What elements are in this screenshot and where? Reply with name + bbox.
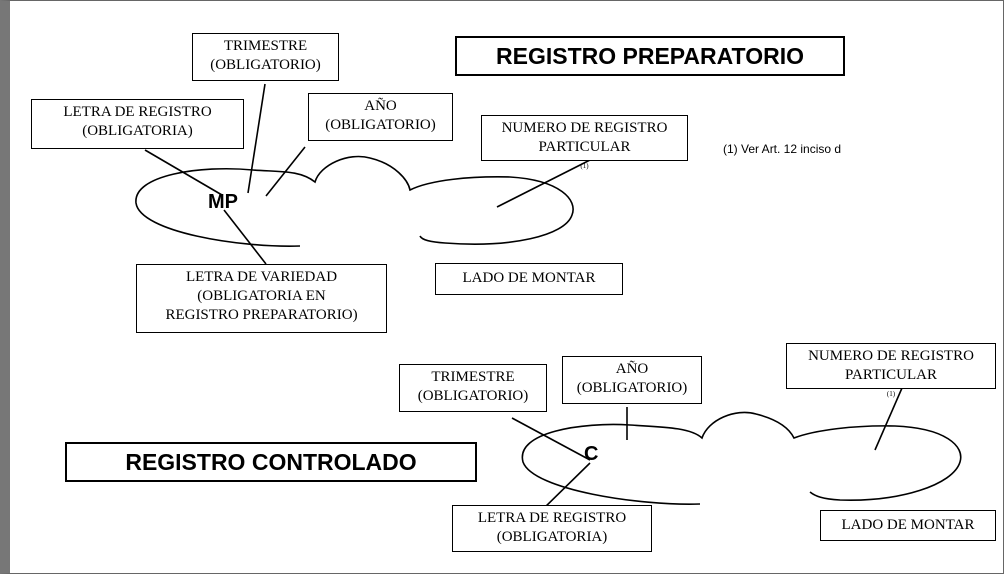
bottom-line-trimestre [511,417,591,461]
top-line-numero [496,159,591,208]
title-registro-controlado: REGISTRO CONTROLADO [65,442,477,482]
top-line-trimestre [247,83,266,194]
brand-mark-c: C [584,443,599,465]
label-anio-top: AÑO (OBLIGATORIO) [308,93,453,141]
label-lado-montar-top: LADO DE MONTAR [435,263,623,295]
label-lado-montar-bottom: LADO DE MONTAR [820,510,996,541]
top-line-variedad [223,209,267,265]
footnote: (1) Ver Art. 12 inciso d [723,142,842,156]
label-letra-registro-bottom: LETRA DE REGISTRO (OBLIGATORIA) [452,505,652,552]
top-horse-outline [135,155,574,247]
label-numero-registro-top: NUMERO DE REGISTRO PARTICULAR (1) [481,115,688,170]
title-registro-preparatorio: REGISTRO PREPARATORIO [455,36,845,76]
top-line-anio [265,146,306,197]
label-letra-variedad: LETRA DE VARIEDAD (OBLIGATORIA EN REGIST… [136,264,387,333]
label-trimestre-bottom: TRIMESTRE (OBLIGATORIO) [399,364,547,412]
label-anio-bottom: AÑO (OBLIGATORIO) [562,356,702,404]
label-letra-registro-top: LETRA DE REGISTRO (OBLIGATORIA) [31,99,244,149]
bottom-line-letra-registro [539,462,591,513]
bottom-horse-outline [521,411,962,505]
bottom-line-numero [874,387,903,451]
label-numero-registro-bottom: NUMERO DE REGISTRO PARTICULAR (1) [786,343,996,398]
brand-mark-mp: MP [208,191,238,213]
top-line-letra-registro [144,149,223,196]
label-trimestre-top: TRIMESTRE (OBLIGATORIO) [192,33,339,81]
